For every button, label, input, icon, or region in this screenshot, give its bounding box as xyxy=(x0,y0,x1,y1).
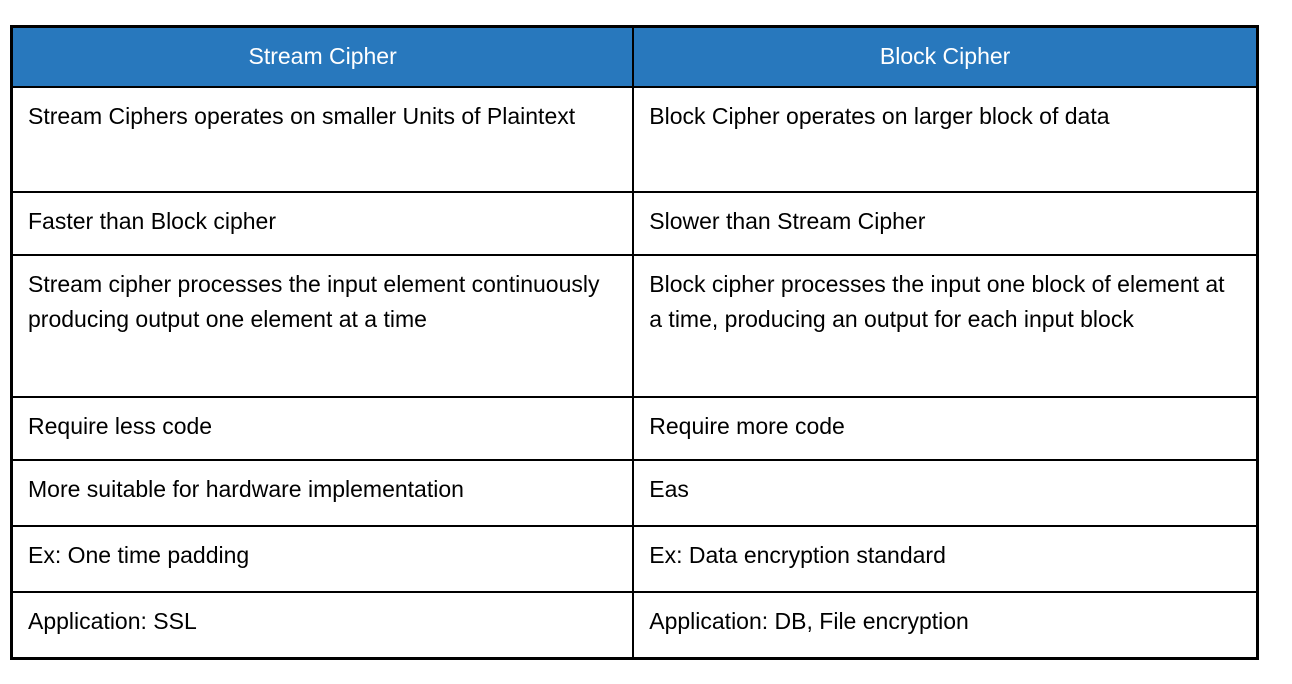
cell-stream-processing: Stream cipher processes the input elemen… xyxy=(10,253,635,398)
cell-stream-operates: Stream Ciphers operates on smaller Units… xyxy=(10,85,635,193)
cell-stream-code: Require less code xyxy=(10,395,635,461)
header-cell-stream-cipher: Stream Cipher xyxy=(10,25,635,88)
table-row: Stream cipher processes the input elemen… xyxy=(10,253,1259,398)
cell-block-application: Application: DB, File encryption xyxy=(632,590,1259,660)
cell-block-operates: Block Cipher operates on larger block of… xyxy=(632,85,1259,193)
table-row: Application: SSL Application: DB, File e… xyxy=(10,590,1259,660)
cell-stream-example: Ex: One time padding xyxy=(10,524,635,593)
cell-stream-speed: Faster than Block cipher xyxy=(10,190,635,256)
table-row: Faster than Block cipher Slower than Str… xyxy=(10,190,1259,256)
cell-block-example: Ex: Data encryption standard xyxy=(632,524,1259,593)
table-row: Require less code Require more code xyxy=(10,395,1259,461)
cell-block-hardware: Eas xyxy=(632,458,1259,527)
header-cell-block-cipher: Block Cipher xyxy=(632,25,1259,88)
table-row: Ex: One time padding Ex: Data encryption… xyxy=(10,524,1259,593)
table-row: Stream Ciphers operates on smaller Units… xyxy=(10,85,1259,193)
header-row: Stream Cipher Block Cipher xyxy=(10,25,1259,88)
cell-block-speed: Slower than Stream Cipher xyxy=(632,190,1259,256)
cell-block-processing: Block cipher processes the input one blo… xyxy=(632,253,1259,398)
table-row: More suitable for hardware implementatio… xyxy=(10,458,1259,527)
cipher-comparison-table: Stream Cipher Block Cipher Stream Cipher… xyxy=(10,25,1259,660)
cell-block-code: Require more code xyxy=(632,395,1259,461)
cell-stream-hardware: More suitable for hardware implementatio… xyxy=(10,458,635,527)
cell-stream-application: Application: SSL xyxy=(10,590,635,660)
